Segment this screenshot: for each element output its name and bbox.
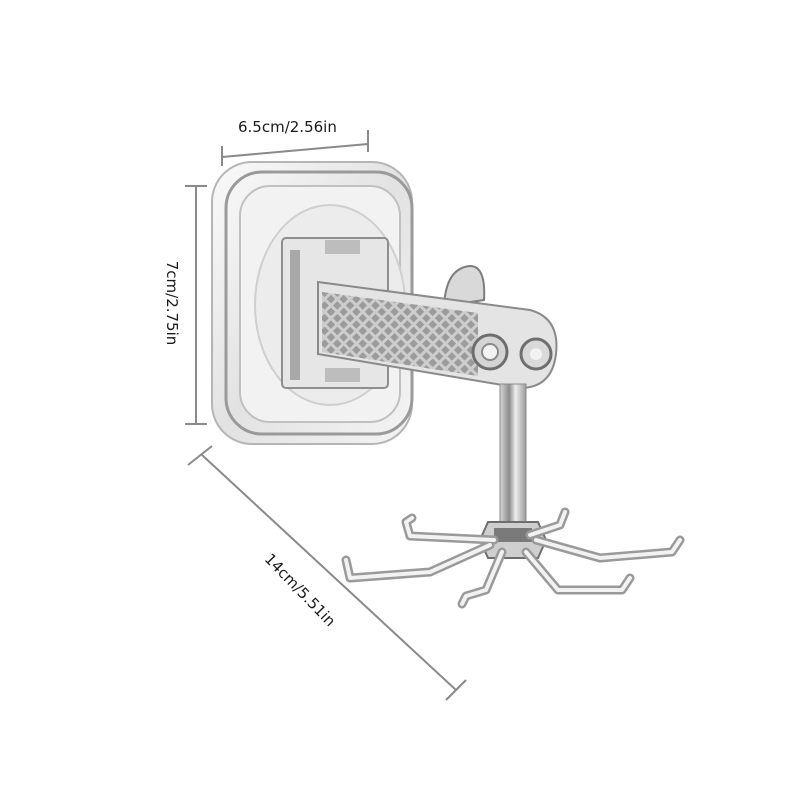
depth-dimension-line (187, 445, 467, 701)
width-label: 6.5cm/2.56in (238, 118, 337, 136)
width-dimension-line (221, 130, 369, 166)
height-dimension-line (185, 185, 207, 425)
hook-rod (499, 383, 527, 523)
flip-tab (442, 264, 486, 308)
hook-arms (341, 507, 685, 609)
height-label: 7cm/2.75in (163, 260, 181, 346)
swivel-arm (317, 280, 558, 390)
